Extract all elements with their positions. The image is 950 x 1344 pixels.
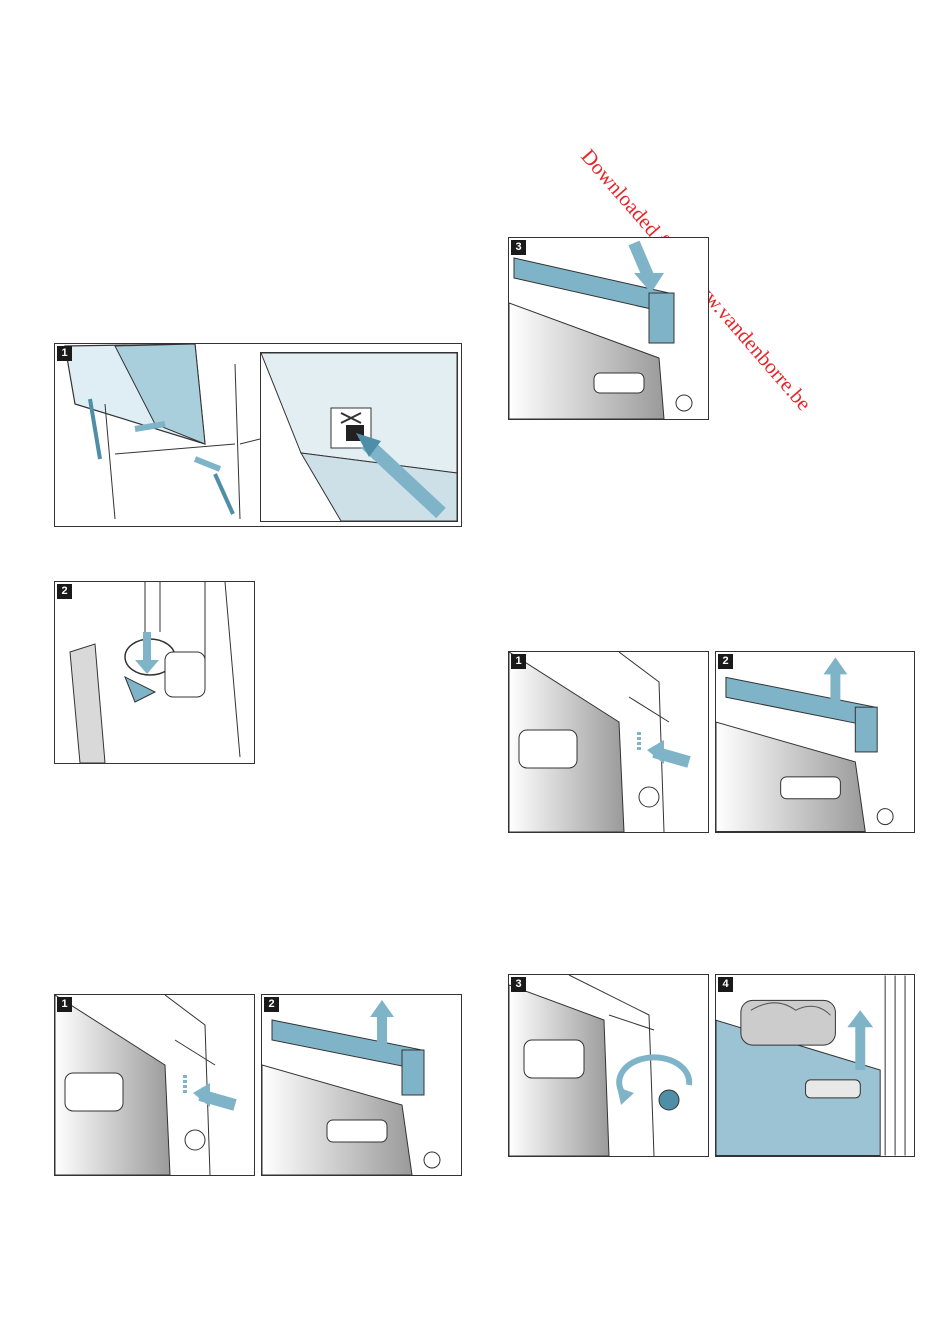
step-badge: 2	[718, 654, 733, 669]
figure-press-side-right: 1	[508, 651, 709, 833]
figure-lift-cover-left: 2	[261, 994, 462, 1176]
remove-glass-icon	[716, 975, 914, 1156]
step-badge: 1	[57, 997, 72, 1012]
press-side-icon	[509, 652, 708, 832]
figure-hinge-lever: 2	[54, 581, 255, 764]
step-badge: 2	[264, 997, 279, 1012]
step-badge: 1	[511, 654, 526, 669]
lift-cover-icon	[716, 652, 914, 832]
press-side-icon	[55, 995, 254, 1175]
hinge-lever-icon	[55, 582, 254, 763]
figure-lift-cover-right: 2	[715, 651, 915, 833]
step-badge: 1	[57, 346, 72, 361]
step-badge: 3	[511, 240, 526, 255]
step-badge: 4	[718, 977, 733, 992]
hinge-detail-icon	[261, 353, 457, 521]
figure-press-side-left: 1	[54, 994, 255, 1176]
figure-remove-glass: 4	[715, 974, 915, 1157]
press-cover-icon	[509, 238, 708, 419]
step-badge: 2	[57, 584, 72, 599]
lift-cover-icon	[262, 995, 461, 1175]
figure-unscrew: 3	[508, 974, 709, 1157]
figure-press-cover: 3	[508, 237, 709, 420]
unscrew-icon	[509, 975, 708, 1156]
figure-door-hinge: 1	[54, 343, 462, 527]
detail-inset	[260, 352, 458, 522]
step-badge: 3	[511, 977, 526, 992]
